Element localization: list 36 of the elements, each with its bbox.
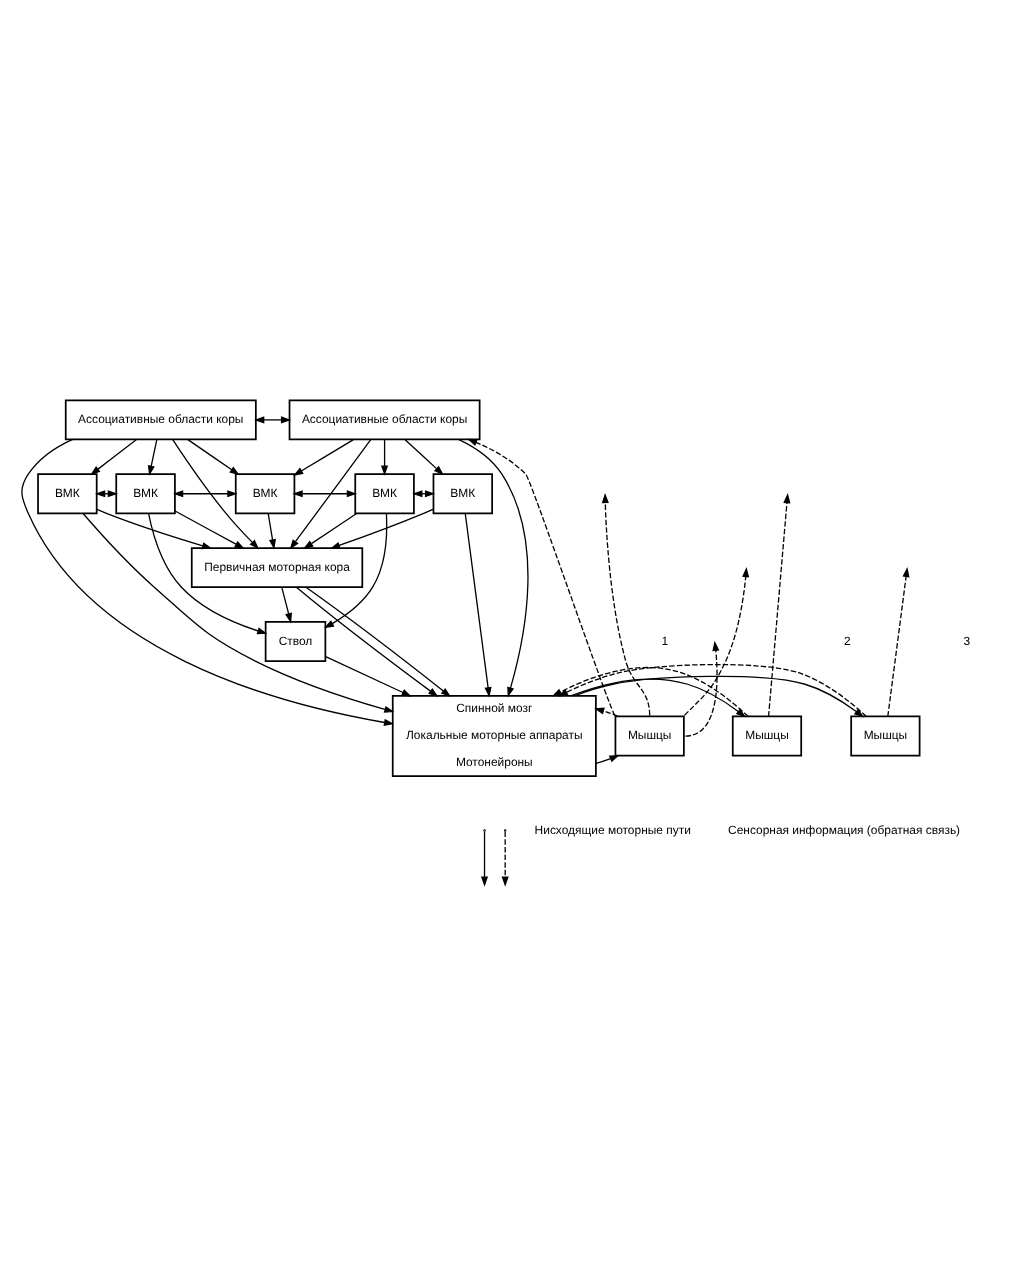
arrow	[82, 512, 395, 713]
arrow	[683, 566, 750, 717]
arrow	[174, 510, 245, 549]
arrow	[594, 707, 619, 717]
arrow	[172, 439, 260, 550]
arrow	[464, 513, 492, 698]
arrow	[254, 416, 292, 424]
arrow	[147, 512, 268, 635]
arrow	[187, 439, 240, 476]
arrow	[281, 586, 292, 624]
arrow	[267, 513, 277, 550]
arrow	[557, 663, 867, 717]
arrow	[551, 666, 749, 717]
arrow	[381, 439, 389, 476]
arrow	[595, 754, 620, 764]
arrow	[325, 656, 412, 697]
arrow	[466, 438, 616, 717]
arrow	[458, 438, 529, 698]
arrow	[90, 439, 137, 476]
arrow	[684, 640, 720, 737]
arrow	[323, 513, 388, 629]
arrow	[147, 439, 158, 476]
arrow	[173, 490, 238, 498]
arrow	[404, 439, 444, 476]
arrow	[887, 566, 910, 718]
arrow	[601, 492, 651, 717]
arrow	[293, 439, 355, 476]
arrow	[292, 490, 357, 498]
arrow	[96, 508, 213, 550]
arrow	[21, 438, 395, 726]
arrow	[289, 439, 372, 550]
arrow	[303, 512, 358, 550]
arrow	[570, 678, 747, 718]
arrow	[767, 493, 791, 717]
arrow	[329, 508, 435, 549]
arrow	[573, 675, 865, 718]
